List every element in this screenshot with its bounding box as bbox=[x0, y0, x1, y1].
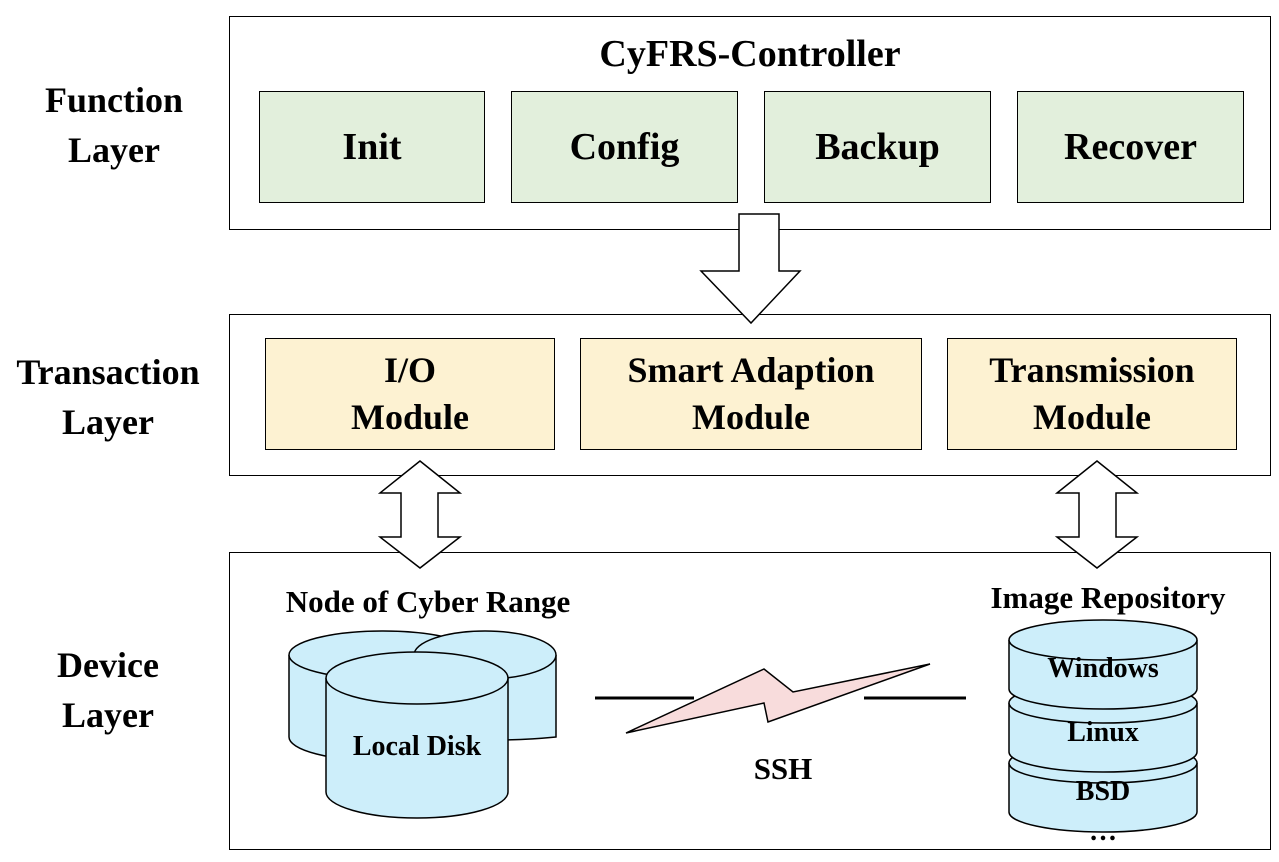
device-layer-label: Device Layer bbox=[57, 645, 159, 735]
recover-module: Recover bbox=[1017, 91, 1244, 203]
init-module: Init bbox=[259, 91, 485, 203]
io-double-arrow bbox=[377, 460, 463, 569]
backup-module: Backup bbox=[764, 91, 991, 203]
controller-title: CyFRS-Controller bbox=[599, 33, 901, 75]
local-disk-icon bbox=[325, 651, 509, 819]
down-arrow bbox=[699, 213, 802, 325]
ssh-label: SSH bbox=[753, 751, 813, 786]
config-module: Config bbox=[511, 91, 738, 203]
smart-adaption-module: Smart Adaption Module bbox=[580, 338, 922, 450]
repo-more-ellipsis: … bbox=[1089, 816, 1117, 847]
function-layer-label: Function Layer bbox=[44, 80, 184, 170]
lightning-icon bbox=[625, 663, 931, 734]
node-title: Node of Cyber Range bbox=[285, 584, 571, 619]
transmission-double-arrow bbox=[1054, 460, 1140, 569]
local-disk-label: Local Disk bbox=[352, 731, 482, 762]
io-module: I/O Module bbox=[265, 338, 555, 450]
repo-item-linux: Linux bbox=[1067, 717, 1139, 748]
repo-title: Image Repository bbox=[990, 580, 1226, 615]
repo-item-bsd: BSD bbox=[1075, 776, 1131, 807]
transaction-layer-label: Transaction Layer bbox=[16, 352, 200, 442]
repo-disk-top bbox=[1008, 619, 1198, 710]
repo-item-windows: Windows bbox=[1047, 653, 1159, 684]
transmission-module: Transmission Module bbox=[947, 338, 1237, 450]
